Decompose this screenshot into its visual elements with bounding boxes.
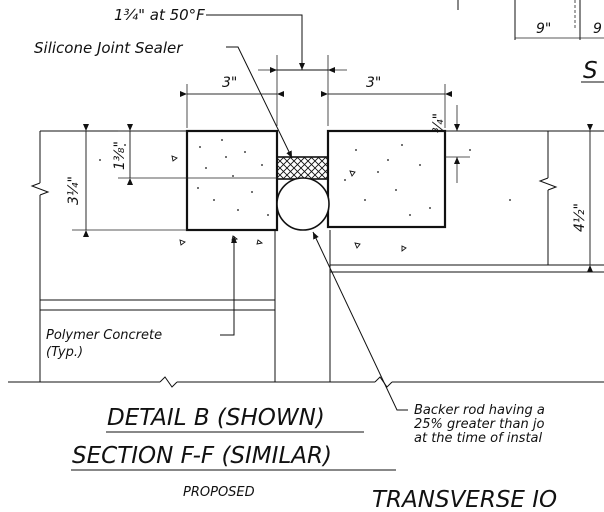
offset-label: ¾" [431,113,447,133]
section-title: SECTION F-F (SIMILAR) [72,443,332,469]
panel-title-fragment: S [583,58,598,84]
polymer-callout: Polymer Concrete (Typ.) [46,236,237,360]
backer-rod-callout: Backer rod having a 25% greater than jo … [312,231,545,446]
polymer-label-1: Polymer Concrete [46,328,162,343]
aggregate-speckle [99,139,511,216]
backer-label-3: at the time of instal [414,431,543,446]
left-depth-label: 3¼" [66,176,82,205]
polymer-label-2: (Typ.) [46,345,83,360]
detail-title: DETAIL B (SHOWN) [107,405,325,431]
gap-label: 1¾" at 50°F [114,6,205,24]
backer-rod [276,177,330,231]
polymer-block-right [326,129,447,229]
right-panel-fragment: 9" 9 S [457,0,604,84]
left-width-label: 3" [222,75,237,91]
transverse-title: TRANSVERSE JO [372,487,557,507]
left-block-dimension: 3" [180,75,284,128]
right-depth-label: 4½" [572,203,588,232]
sealer-label: Silicone Joint Sealer [34,39,183,57]
status-label: PROPOSED [183,485,255,500]
backer-label-2: 25% greater than jo [414,417,544,432]
left-depth-dimension: 3¼" [66,124,187,237]
backer-label-1: Backer rod having a [414,403,545,418]
offset-dimension: ¾" [431,105,470,183]
right-width-label: 3" [366,75,381,91]
sealer-depth-label: 1⅜" [112,141,128,170]
panel-dim-1: 9" [536,21,551,37]
sealer-callout: Silicone Joint Sealer [34,39,293,159]
polymer-block-left [185,129,279,232]
panel-dim-2: 9 [593,21,602,37]
gap-dimension: 1¾" at 50°F [114,6,347,126]
right-depth-dimension: 4½" [572,124,593,272]
sealer-depth-dimension: 1⅜" [112,124,277,185]
silicone-joint-sealer [276,156,329,180]
right-block-dimension: 3" [321,75,452,128]
